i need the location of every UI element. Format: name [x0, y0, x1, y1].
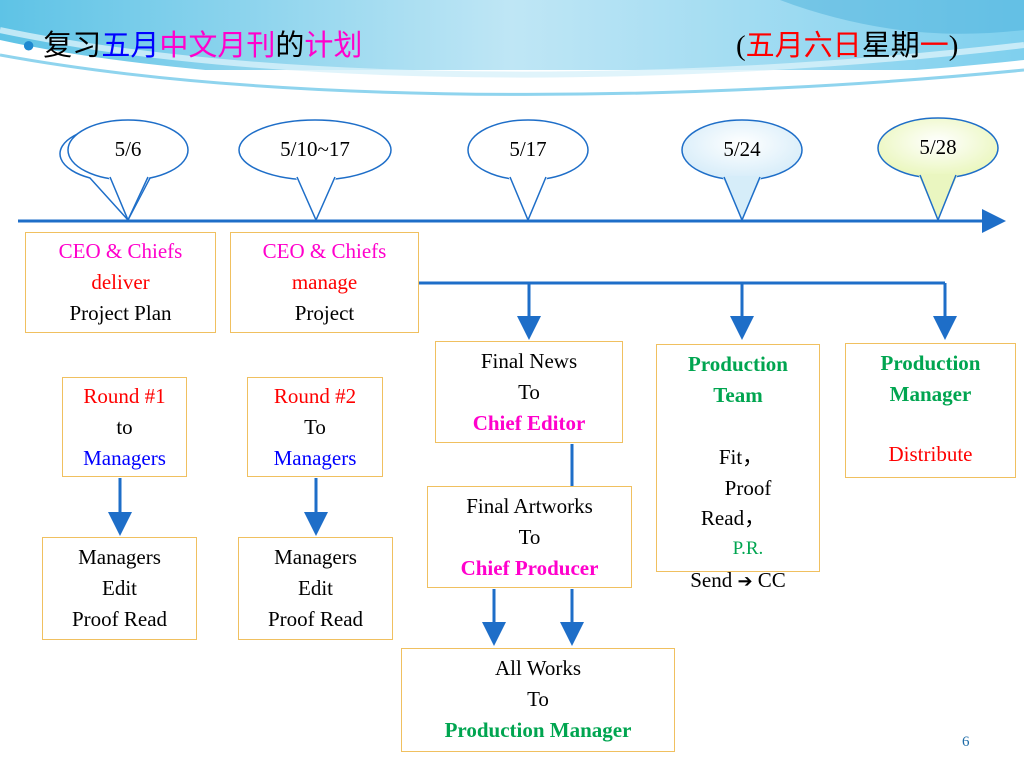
final-artworks-line1: Final Artworks	[466, 494, 593, 518]
page-number: 6	[962, 734, 970, 750]
all-works-line2: To	[527, 687, 549, 711]
milestone-bubble-1	[59, 119, 189, 222]
send-target: CC	[757, 568, 786, 592]
final-news-line1: Final News	[480, 349, 578, 373]
production-team-line1: Production	[688, 352, 788, 376]
meeting-date: (五月六日星期一)	[736, 22, 958, 64]
production-team-box: Production Team	[656, 344, 820, 572]
title-part-4: 的	[275, 30, 305, 62]
round2-box: Round #2 To Managers	[247, 377, 383, 477]
page-title: ● 复习五月中文月刊的计划	[22, 22, 362, 64]
production-manager-box: Production Manager Distribute	[845, 343, 1016, 478]
production-manager-line1: Production	[880, 351, 981, 375]
send-arrow-icon: ➔	[737, 571, 753, 591]
managers2-line3: Proof Read	[267, 607, 364, 631]
milestone-bubble-5	[877, 117, 999, 223]
all-works-line3: Production Manager	[444, 718, 632, 742]
task-fit: Fit，	[718, 445, 764, 469]
title-part-3: 中文月刊	[159, 30, 276, 62]
date-close: )	[948, 30, 959, 62]
milestone-label-2: 5/10~17	[280, 137, 350, 161]
round1-line3: Managers	[83, 446, 166, 470]
milestone-bubble-2	[238, 119, 392, 222]
ceo-manage-line2: manage	[291, 270, 358, 294]
round1-line2: to	[116, 415, 133, 439]
final-news-line3: Chief Editor	[472, 411, 586, 435]
title-part-5: 计划	[304, 30, 363, 62]
ceo-deliver-box: CEO & Chiefs deliver Project Plan	[25, 232, 216, 333]
round1-box: Round #1 to Managers	[62, 377, 187, 477]
task-pr: P.R.	[732, 537, 764, 559]
send-label: Send	[690, 568, 733, 592]
managers1-line3: Proof Read	[71, 607, 168, 631]
final-news-box: Final News To Chief Editor	[435, 341, 623, 443]
round2-line1: Round #2	[273, 384, 357, 408]
round1-line1: Round #1	[83, 384, 166, 408]
final-artworks-line2: To	[518, 525, 541, 549]
date-part-2: 星期	[861, 30, 920, 62]
milestone-label-1: 5/6	[114, 137, 142, 161]
final-news-line2: To	[518, 380, 540, 404]
managers2-line2: Edit	[298, 576, 333, 600]
bullet-icon: ●	[22, 32, 36, 57]
milestone-bubble-4	[681, 119, 803, 222]
milestone-label-5: 5/28	[919, 135, 957, 159]
all-works-box: All Works To Production Manager	[401, 648, 675, 752]
date-open: (	[736, 30, 746, 62]
ceo-manage-line3: Project	[294, 301, 355, 325]
milestone-bubble-3	[467, 119, 589, 222]
ceo-deliver-line1: CEO & Chiefs	[58, 239, 183, 263]
production-team-tasks: Fit， Proof Read， P.R.	[660, 442, 816, 572]
ceo-manage-line1: CEO & Chiefs	[262, 239, 387, 263]
task-read: Read，	[700, 506, 766, 530]
managers-edit-box-1: Managers Edit Proof Read	[42, 537, 197, 640]
ceo-deliver-line2: deliver	[91, 270, 150, 294]
final-artworks-box: Final Artworks To Chief Producer	[427, 486, 632, 588]
task-proof: Proof	[724, 475, 772, 500]
header-banner	[0, 0, 1024, 120]
all-works-line1: All Works	[494, 656, 581, 680]
managers1-line1: Managers	[78, 545, 161, 569]
production-team-line2: Team	[713, 383, 763, 407]
final-artworks-line3: Chief Producer	[460, 556, 599, 580]
title-part-1: 复习	[43, 30, 102, 62]
round2-line3: Managers	[273, 446, 357, 470]
send-to-cc: Send ➔ CC	[666, 565, 810, 596]
milestone-label-3: 5/17	[509, 137, 547, 161]
date-part-3: 一	[919, 30, 949, 62]
production-manager-task: Distribute	[888, 442, 973, 466]
round2-line2: To	[304, 415, 326, 439]
title-part-2: 五月	[101, 30, 160, 62]
milestone-label-4: 5/24	[723, 137, 761, 161]
date-part-1: 五月六日	[745, 30, 862, 62]
ceo-manage-box: CEO & Chiefs manage Project	[230, 232, 419, 333]
managers2-line1: Managers	[274, 545, 357, 569]
managers1-line2: Edit	[102, 576, 137, 600]
managers-edit-box-2: Managers Edit Proof Read	[238, 537, 393, 640]
production-manager-line2: Manager	[889, 382, 972, 406]
ceo-deliver-line3: Project Plan	[69, 301, 172, 325]
